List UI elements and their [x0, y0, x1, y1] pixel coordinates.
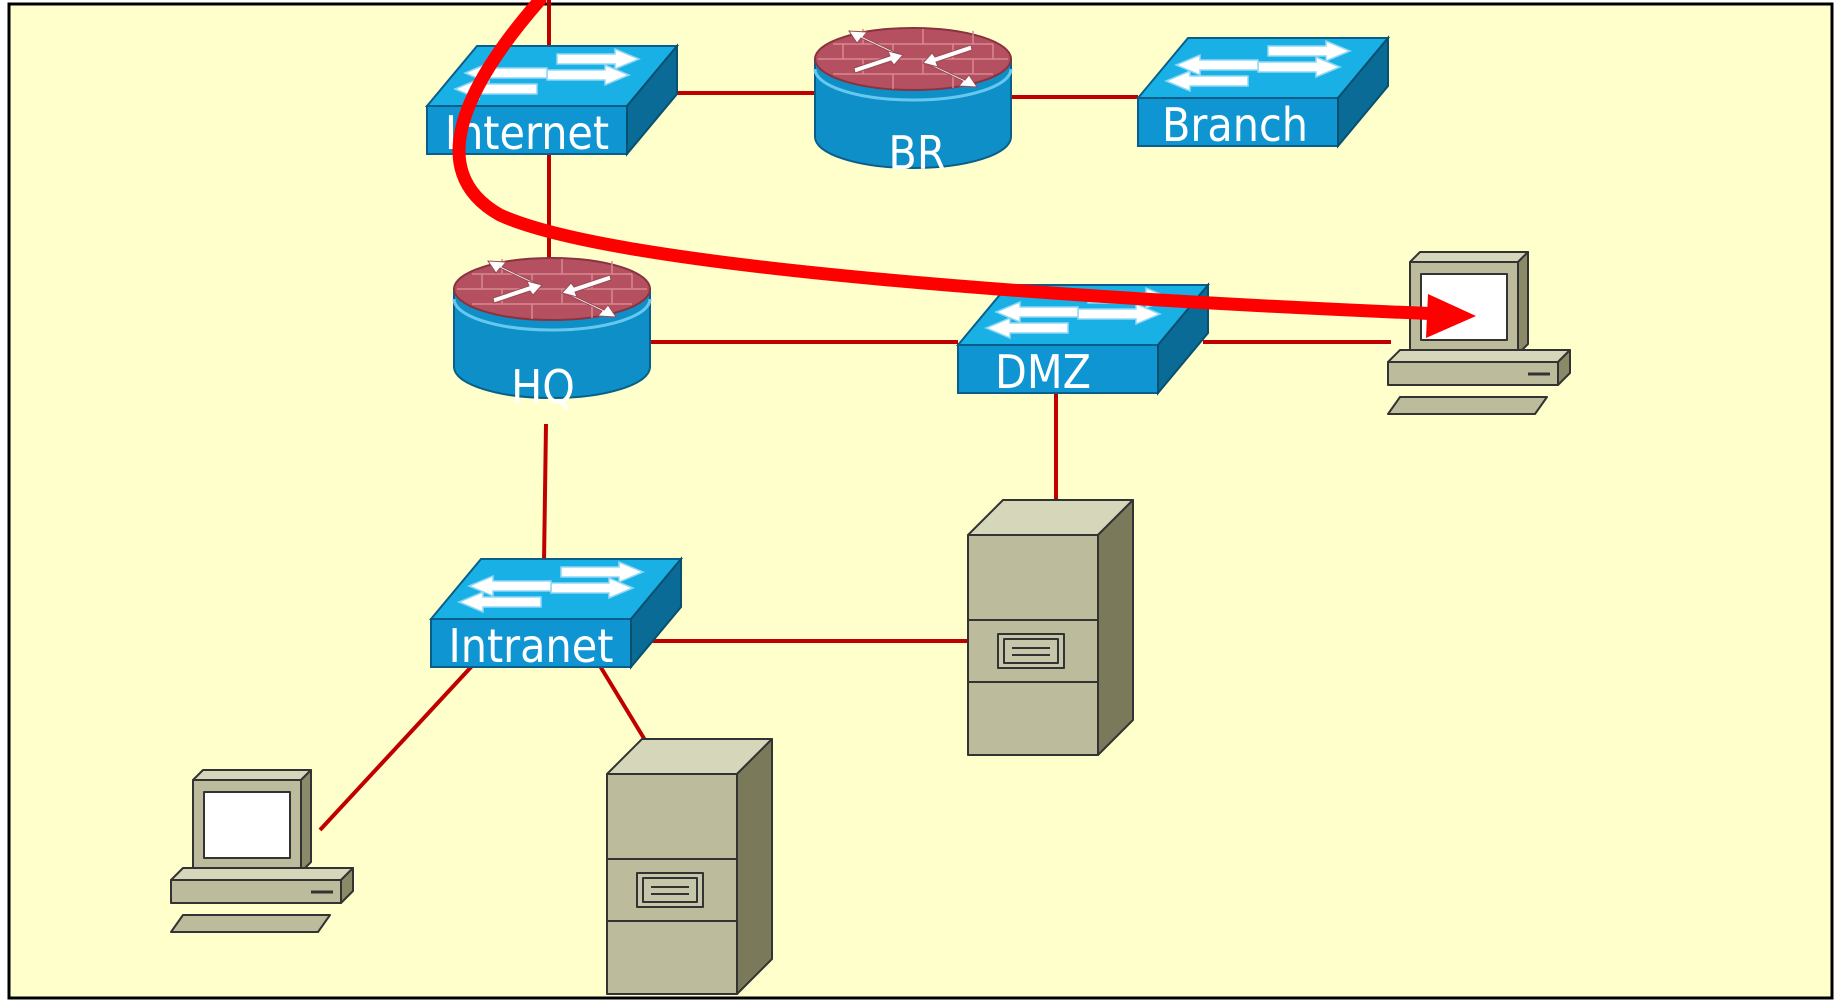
traffic-path-arrow: [452, 0, 1476, 338]
server-icon: [967, 499, 1134, 756]
branch-switch-label: Branch: [1162, 98, 1308, 152]
intranet-switch-label: Intranet: [449, 619, 614, 673]
dmz-switch-label: DMZ: [995, 345, 1091, 399]
server-icon: [606, 738, 773, 995]
intranet-server: [606, 738, 773, 995]
link-intranet-server2: [598, 664, 647, 742]
hq-router-label: HQ: [511, 360, 575, 414]
intranet-switch: Intranet: [430, 558, 682, 673]
br-router: BR: [813, 26, 1013, 180]
dmz-server: [967, 499, 1134, 756]
traffic-path-arrowhead: [1426, 294, 1476, 338]
branch-switch: Branch: [1137, 37, 1389, 152]
link-hq-intranet: [542, 423, 548, 563]
dmz-switch: DMZ: [957, 284, 1209, 399]
link-intranet-pc: [318, 664, 474, 832]
traffic-path-line: [452, 0, 1447, 321]
hq-router: HQ: [452, 256, 652, 414]
diagram-canvas: [7, 2, 1834, 1000]
br-router-label: BR: [888, 126, 945, 180]
